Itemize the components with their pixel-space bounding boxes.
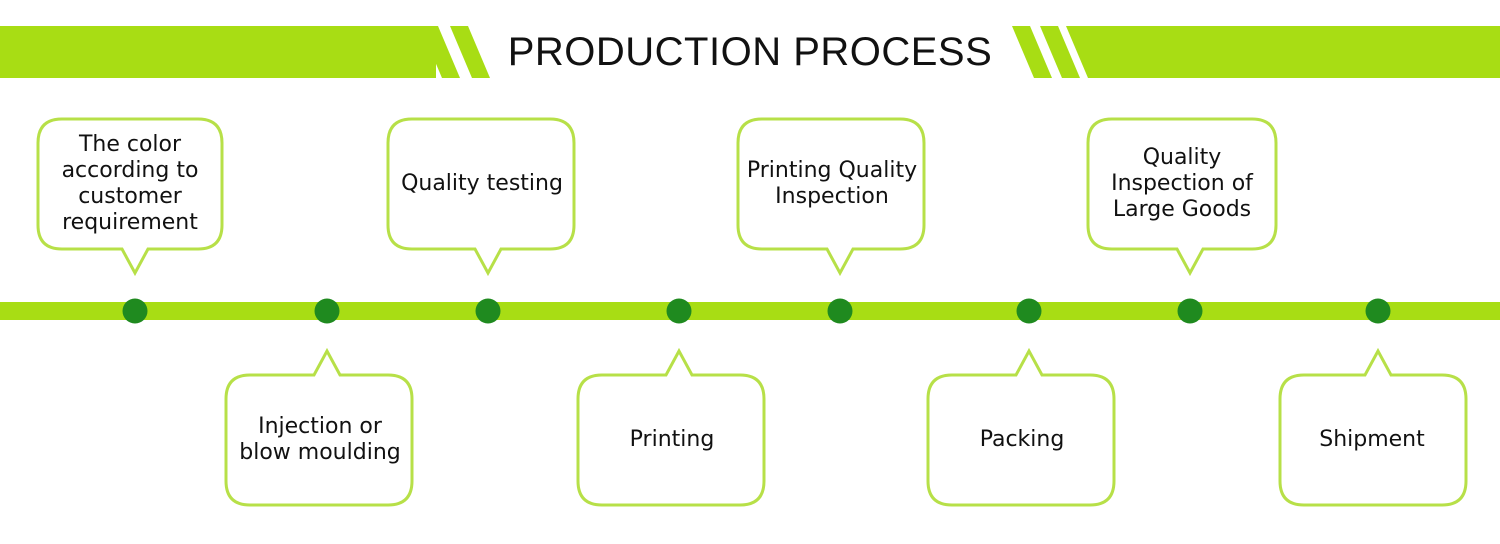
timeline-dot-6 [1016,298,1042,324]
step-label-quality-testing: Quality testing [401,171,563,196]
header-stripe-right-2 [1040,26,1080,78]
header-band-left [0,26,436,78]
step-label-printing-quality-inspection: Printing Quality Inspection [746,158,918,209]
callout-bubble-7 [1086,117,1278,277]
step-label-shipment: Shipment [1319,427,1425,452]
timeline-bar [0,302,1500,320]
step-label-packing: Packing [979,427,1065,452]
timeline-dot-7 [1177,298,1203,324]
timeline-dot-3 [475,298,501,324]
timeline-dot-4 [666,298,692,324]
timeline-dots [122,298,1391,324]
header-stripe-left-1 [420,26,460,78]
step-label-color-requirement: The color according to customer requirem… [61,132,199,235]
timeline-dot-8 [1365,298,1391,324]
timeline-dot-1 [122,298,148,324]
header-stripe-left-2 [450,26,490,78]
timeline-dot-2 [314,298,340,324]
timeline-dot-5 [827,298,853,324]
callout-bubble-8 [1278,347,1468,507]
step-label-injection-moulding: Injection or blow moulding [239,414,401,465]
header-band-right [1066,26,1500,78]
callout-bubble-4 [576,347,766,507]
callout-bubble-2 [224,347,414,507]
callout-bubble-3 [386,117,576,277]
page-title: PRODUCTION PROCESS [507,30,993,74]
callout-bubble-6 [926,347,1116,507]
step-label-large-goods-inspection: Quality Inspection of Large Goods [1111,145,1253,222]
callout-bubbles [36,117,1468,507]
callout-bubble-1 [36,117,224,277]
step-label-printing: Printing [629,427,715,452]
callout-bubble-5 [736,117,926,277]
header-stripe-right-1 [1012,26,1052,78]
